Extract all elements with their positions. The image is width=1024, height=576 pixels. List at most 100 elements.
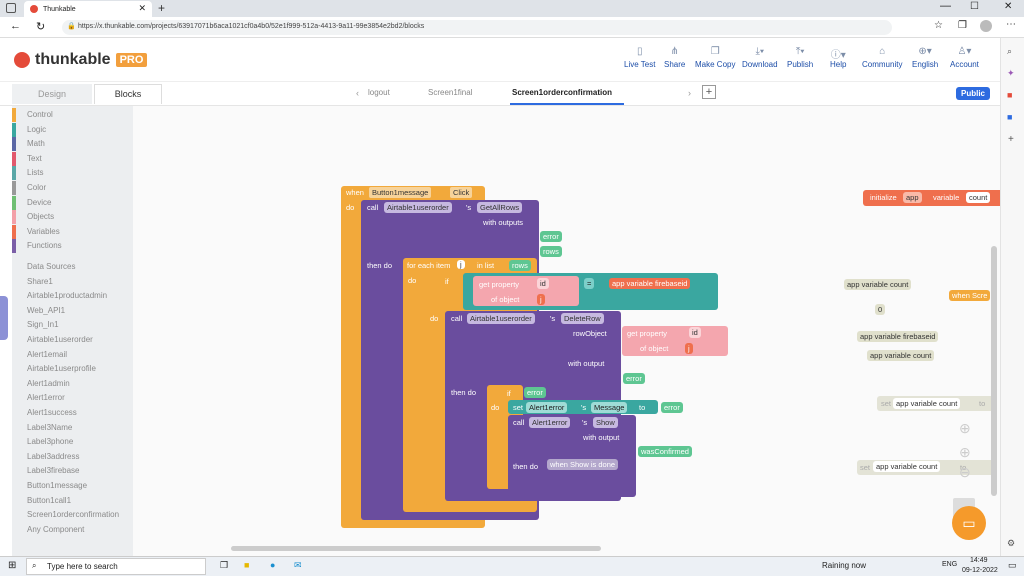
clock-time[interactable]: 14:49	[970, 557, 988, 564]
weather-text[interactable]: Raining now	[822, 561, 867, 570]
palette-lists[interactable]: Lists	[12, 166, 133, 181]
palette-component[interactable]: Any Component	[27, 524, 85, 534]
file-explorer-icon[interactable]: ■	[244, 560, 250, 570]
logo[interactable]: thunkable PRO	[14, 51, 148, 69]
deleterow-dropdown[interactable]: DeleteRow	[561, 313, 604, 324]
url-input[interactable]: 🔒 https://x.thunkable.com/projects/63917…	[62, 20, 892, 35]
loop-var-j[interactable]: j	[457, 260, 465, 269]
airtable-dropdown[interactable]: Airtable1userorder	[384, 202, 452, 213]
j-getter-2[interactable]: j	[685, 343, 693, 354]
app-scope-dropdown[interactable]: app	[903, 192, 922, 203]
count-getter[interactable]: app variable count	[844, 279, 912, 290]
palette-color[interactable]: Color	[12, 181, 133, 195]
getallrows-dropdown[interactable]: GetAllRows	[477, 202, 523, 213]
new-tab-icon[interactable]: +	[158, 1, 166, 15]
initialize-variable-block[interactable]	[863, 190, 1000, 206]
error-getter-2[interactable]: error	[661, 402, 683, 413]
palette-component[interactable]: Label3phone	[27, 437, 74, 447]
help-button[interactable]: ⓘ▾Help	[830, 46, 846, 69]
horizontal-scrollbar[interactable]	[231, 546, 601, 551]
palette-component[interactable]: Share1	[27, 276, 53, 286]
more-icon[interactable]: ⋯	[1006, 19, 1016, 30]
windows-start-icon[interactable]: ⊞	[8, 560, 17, 571]
add-icon[interactable]: +	[1008, 134, 1014, 145]
palette-collapse-handle[interactable]	[0, 296, 8, 340]
count-name-field[interactable]: count	[966, 192, 991, 203]
palette-component[interactable]: Screen1orderconfirmation	[27, 510, 120, 520]
palette-logic[interactable]: Logic	[12, 122, 133, 137]
palette-text[interactable]: Text	[12, 151, 133, 166]
collections-icon[interactable]: ❐	[958, 20, 967, 31]
alert1error-dropdown-2[interactable]: Alert1error	[529, 417, 571, 428]
palette-component[interactable]: Alert1email	[27, 349, 68, 359]
error-output-2[interactable]: error	[623, 373, 645, 384]
palette-component[interactable]: Label3address	[27, 451, 80, 461]
palette-component[interactable]: Airtable1userorder	[27, 335, 93, 344]
zoom-out-icon[interactable]: ⊖	[959, 464, 971, 480]
error-output[interactable]: error	[540, 231, 562, 242]
palette-component[interactable]: Data Sources	[27, 262, 76, 271]
browser-tab[interactable]: Thunkable ✕	[24, 1, 152, 17]
palette-variables[interactable]: Variables	[12, 224, 133, 239]
chevron-left-icon[interactable]: ‹	[356, 88, 359, 98]
get-property-block[interactable]	[473, 276, 579, 306]
recenter-icon[interactable]: ⊕	[959, 420, 971, 436]
extension-icon[interactable]: ✦	[1007, 68, 1015, 78]
blocks-tab[interactable]: Blocks	[94, 84, 162, 104]
clock-date[interactable]: 09-12-2022	[962, 567, 998, 574]
task-view-icon[interactable]: ❒	[220, 560, 229, 570]
id-text-block[interactable]: id	[537, 278, 549, 289]
palette-component[interactable]: Alert1error	[27, 393, 65, 403]
show-dropdown[interactable]: Show	[593, 417, 618, 428]
rows-getter[interactable]: rows	[509, 260, 531, 271]
count-getter-2[interactable]: app variable count	[867, 350, 935, 361]
minimize-icon[interactable]: —	[940, 0, 951, 12]
event-dropdown[interactable]: Click	[450, 187, 473, 198]
palette-component[interactable]: Airtable1userprofile	[27, 364, 96, 374]
error-getter[interactable]: error	[524, 387, 546, 398]
maximize-icon[interactable]: ☐	[970, 1, 979, 12]
notifications-icon[interactable]: ▭	[1008, 560, 1017, 570]
search-icon[interactable]: ⌕	[1007, 46, 1013, 56]
screen-tab-screen1final[interactable]: Screen1final	[428, 88, 473, 97]
community-button[interactable]: ⌂Community	[862, 46, 903, 69]
palette-component[interactable]: Label3firebase	[27, 466, 80, 476]
language-text[interactable]: ENG	[942, 561, 958, 568]
account-button[interactable]: ♙▾Account	[950, 46, 979, 69]
public-badge[interactable]: Public	[956, 87, 991, 100]
get-property-block-2[interactable]	[622, 326, 728, 356]
mail-icon[interactable]: ✉	[294, 560, 302, 570]
close-window-icon[interactable]: ✕	[1004, 1, 1013, 12]
palette-device[interactable]: Device	[12, 195, 133, 210]
favorites-icon[interactable]: ☆	[934, 20, 943, 31]
palette-component[interactable]: Sign_In1	[27, 320, 59, 330]
chevron-right-icon[interactable]: ›	[688, 88, 691, 98]
rows-output[interactable]: rows	[540, 246, 562, 257]
firebase-getter[interactable]: app variable firebaseid	[857, 331, 939, 342]
make-copy-button[interactable]: ❐Make Copy	[695, 46, 736, 69]
edge-icon[interactable]: ●	[270, 560, 276, 570]
taskbar-search-box[interactable]: ⌕ Type here to search	[26, 558, 206, 575]
palette-component[interactable]: Button1message	[27, 481, 88, 490]
screen-tab-logout[interactable]: logout	[368, 88, 390, 97]
office-icon[interactable]: ■	[1007, 90, 1013, 100]
browser-menu-icon[interactable]	[6, 3, 16, 13]
zero-number-block[interactable]: 0	[875, 304, 886, 315]
palette-component[interactable]: Button1call1	[27, 495, 72, 505]
palette-component[interactable]: Alert1success	[27, 408, 77, 417]
chat-button[interactable]: ▭	[952, 506, 986, 540]
live-test-button[interactable]: ▯Live Test	[624, 46, 656, 69]
design-tab[interactable]: Design	[12, 84, 92, 104]
profile-avatar[interactable]	[980, 20, 992, 32]
palette-objects[interactable]: Objects	[12, 210, 133, 225]
component-dropdown[interactable]: Button1message	[369, 187, 432, 198]
palette-component[interactable]: Label3Name	[27, 422, 73, 432]
settings-icon[interactable]: ⚙	[1007, 538, 1016, 548]
refresh-icon[interactable]: ↻	[36, 21, 46, 33]
message-dropdown[interactable]: Message	[591, 402, 628, 413]
zoom-in-icon[interactable]: ⊕	[959, 444, 971, 460]
set-count-dropdown[interactable]: app variable count	[893, 398, 961, 409]
share-button[interactable]: ⋔Share	[664, 46, 686, 69]
screen-tab-orderconfirmation[interactable]: Screen1orderconfirmation	[512, 88, 613, 97]
back-icon[interactable]: ←	[10, 20, 21, 32]
